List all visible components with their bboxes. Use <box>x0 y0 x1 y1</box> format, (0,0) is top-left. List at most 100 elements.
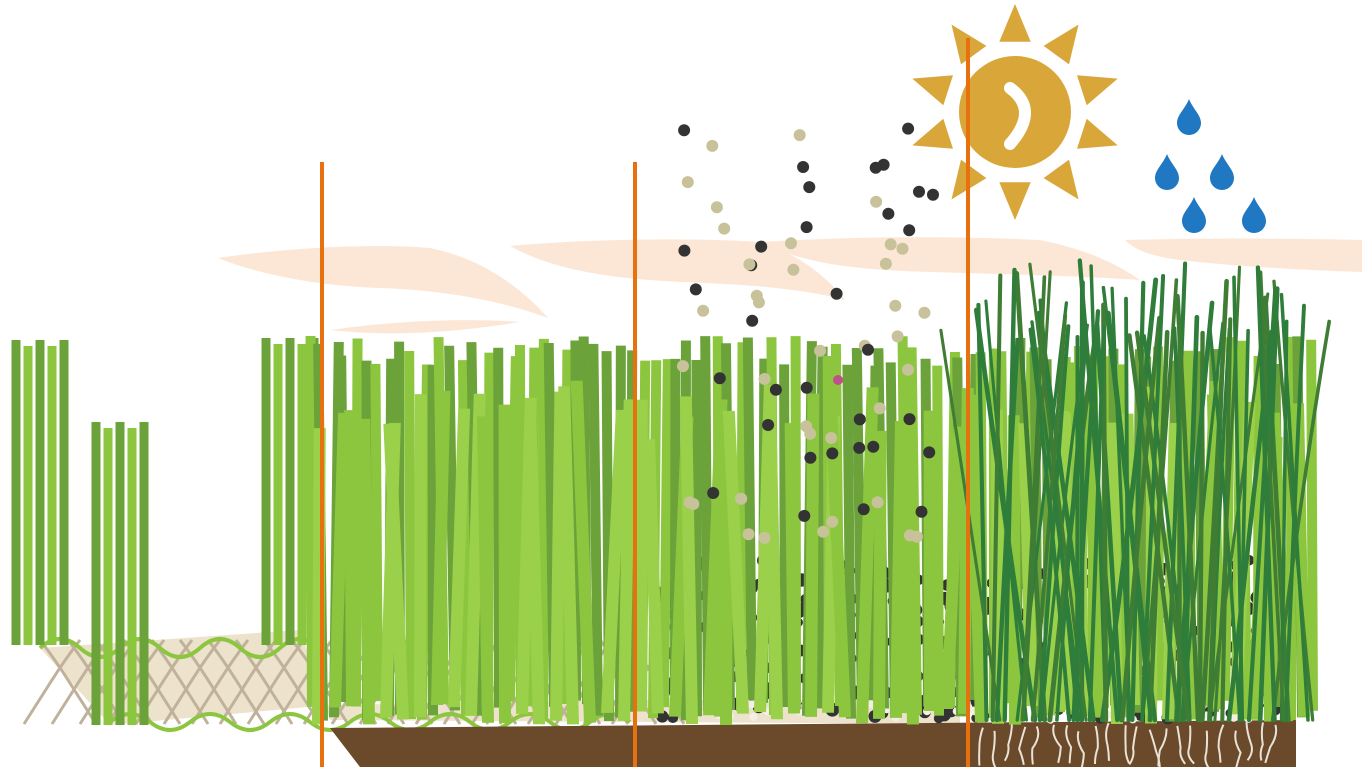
sand-particle <box>879 257 892 270</box>
rubber-particle <box>902 122 915 135</box>
infill-granule <box>933 713 944 724</box>
grass-blade <box>115 422 125 725</box>
grass-blade <box>139 422 149 725</box>
grass-blade <box>103 428 113 725</box>
sand-particle <box>902 363 914 376</box>
rubber-particle <box>797 161 810 173</box>
grass-blade <box>923 410 936 711</box>
rubber-particle <box>689 283 702 296</box>
grass-blade <box>448 408 471 708</box>
grass-blade <box>642 439 664 714</box>
grass-blade <box>127 428 137 725</box>
sand-particle <box>873 402 886 415</box>
natural-grass-blade <box>1036 310 1096 723</box>
sand-particle <box>825 432 838 444</box>
natural-grass-blade <box>1099 277 1159 723</box>
natural-grass-blade <box>1071 309 1101 723</box>
natural-grass-blade <box>1087 325 1106 722</box>
natural-grass-blade <box>1200 278 1229 723</box>
rubber-particle <box>882 207 895 220</box>
rubber-particle <box>746 314 759 327</box>
grass-blade <box>763 384 783 720</box>
root <box>1187 725 1195 765</box>
root <box>1217 724 1225 763</box>
natural-grass-blade <box>1020 275 1047 722</box>
wind-streak <box>1125 238 1362 272</box>
sand-particle <box>706 139 719 152</box>
natural-grass-blade <box>1030 313 1068 722</box>
root <box>1093 725 1099 765</box>
rubber-particle <box>857 503 870 516</box>
natural-grass-blade <box>1079 280 1085 723</box>
root <box>1234 730 1242 767</box>
sand-particle <box>697 304 710 317</box>
water-drop-icon <box>1155 154 1179 190</box>
rubber-particle <box>798 509 811 522</box>
sand-particle <box>889 299 902 312</box>
rubber-particle <box>678 124 691 137</box>
grass-blade <box>941 426 966 709</box>
rubber-particle <box>853 441 866 454</box>
natural-grass-blade <box>1127 333 1182 723</box>
grass-blade <box>856 387 879 724</box>
natural-grass-blade <box>990 273 1003 723</box>
rubber-particle <box>800 381 813 394</box>
grass-blade <box>285 338 295 645</box>
sand-particle <box>758 373 771 385</box>
falling-infill <box>677 122 939 544</box>
natural-grass-blade <box>1175 293 1201 723</box>
natural-grass-blade <box>1140 274 1166 722</box>
grass-blade <box>1306 339 1318 711</box>
rubber-particle <box>869 161 882 174</box>
mesh-strand <box>22 639 82 725</box>
water-drops <box>1155 99 1266 233</box>
sand-granule <box>866 699 875 708</box>
rubber-particle <box>803 181 816 194</box>
root <box>1031 726 1040 765</box>
natural-grass-blade <box>1279 292 1310 722</box>
grass-blade <box>901 412 919 725</box>
sand-particle <box>742 528 755 541</box>
sun-ray <box>1043 24 1079 65</box>
natural-grass-blade <box>1028 327 1072 722</box>
sand-particle <box>735 492 748 505</box>
sand-particle <box>871 496 884 509</box>
sand-particle <box>918 306 931 319</box>
natural-grass-blade <box>1172 326 1192 722</box>
sun-highlight <box>1004 82 1031 150</box>
grass-blade <box>742 337 757 701</box>
root <box>1124 725 1130 764</box>
sand-particle <box>800 420 813 433</box>
mesh-strand <box>162 639 222 725</box>
rubber-particle <box>903 413 916 426</box>
root <box>1204 730 1210 767</box>
grass-blade <box>344 410 358 707</box>
sand-particle <box>718 222 731 235</box>
grass-blade <box>47 346 57 645</box>
grass-blade <box>601 409 628 713</box>
grass-blade <box>476 416 494 723</box>
sand-particle <box>870 195 883 208</box>
grass-blade <box>23 346 33 645</box>
mesh-strand <box>190 639 250 725</box>
sand-particle <box>891 330 904 343</box>
grass-blade <box>91 422 101 725</box>
sand-particle <box>793 129 806 142</box>
water-drop-icon <box>1210 154 1234 190</box>
grass-blade <box>383 423 409 720</box>
rubber-particle <box>830 287 843 300</box>
soil-layer <box>330 720 1296 767</box>
sun-ray <box>912 118 953 149</box>
sand-particle <box>710 201 723 214</box>
mesh-strand <box>218 639 278 725</box>
grass-blade <box>59 340 69 645</box>
sand-granule <box>1229 713 1238 722</box>
grass-blade <box>414 394 427 718</box>
root <box>1018 726 1027 766</box>
grass-blade <box>570 380 596 723</box>
natural-grass-blade <box>1255 265 1277 723</box>
wind-streak <box>510 239 845 300</box>
rubber-particle <box>713 372 726 385</box>
root <box>991 730 997 767</box>
rubber-particle <box>800 221 813 234</box>
